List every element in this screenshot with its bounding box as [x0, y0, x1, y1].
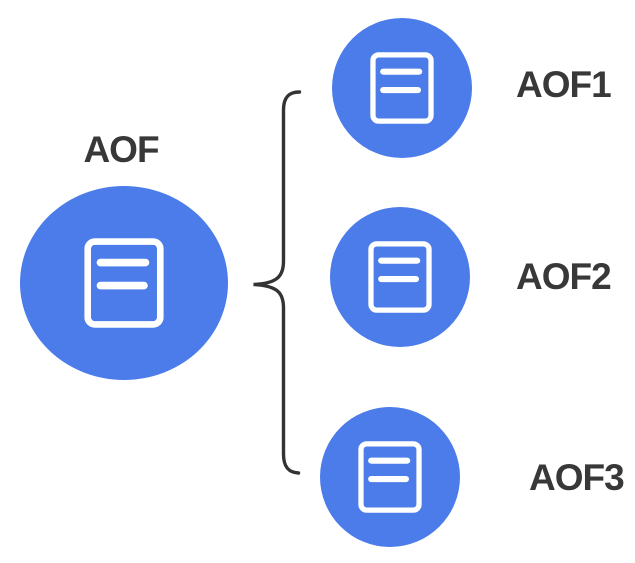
document-icon — [370, 52, 434, 124]
source-node — [20, 186, 228, 380]
document-icon — [358, 441, 422, 513]
target-node-aof3 — [320, 407, 460, 547]
source-node-label: AOF — [83, 129, 159, 170]
document-icon — [84, 238, 164, 328]
target-node-aof2 — [330, 207, 470, 347]
target-node-label-aof3: AOF3 — [529, 457, 625, 498]
target-node-label-aof2: AOF2 — [516, 256, 612, 297]
target-node-aof1 — [332, 18, 472, 158]
target-node-label-aof1: AOF1 — [516, 64, 612, 105]
document-icon — [368, 241, 432, 313]
